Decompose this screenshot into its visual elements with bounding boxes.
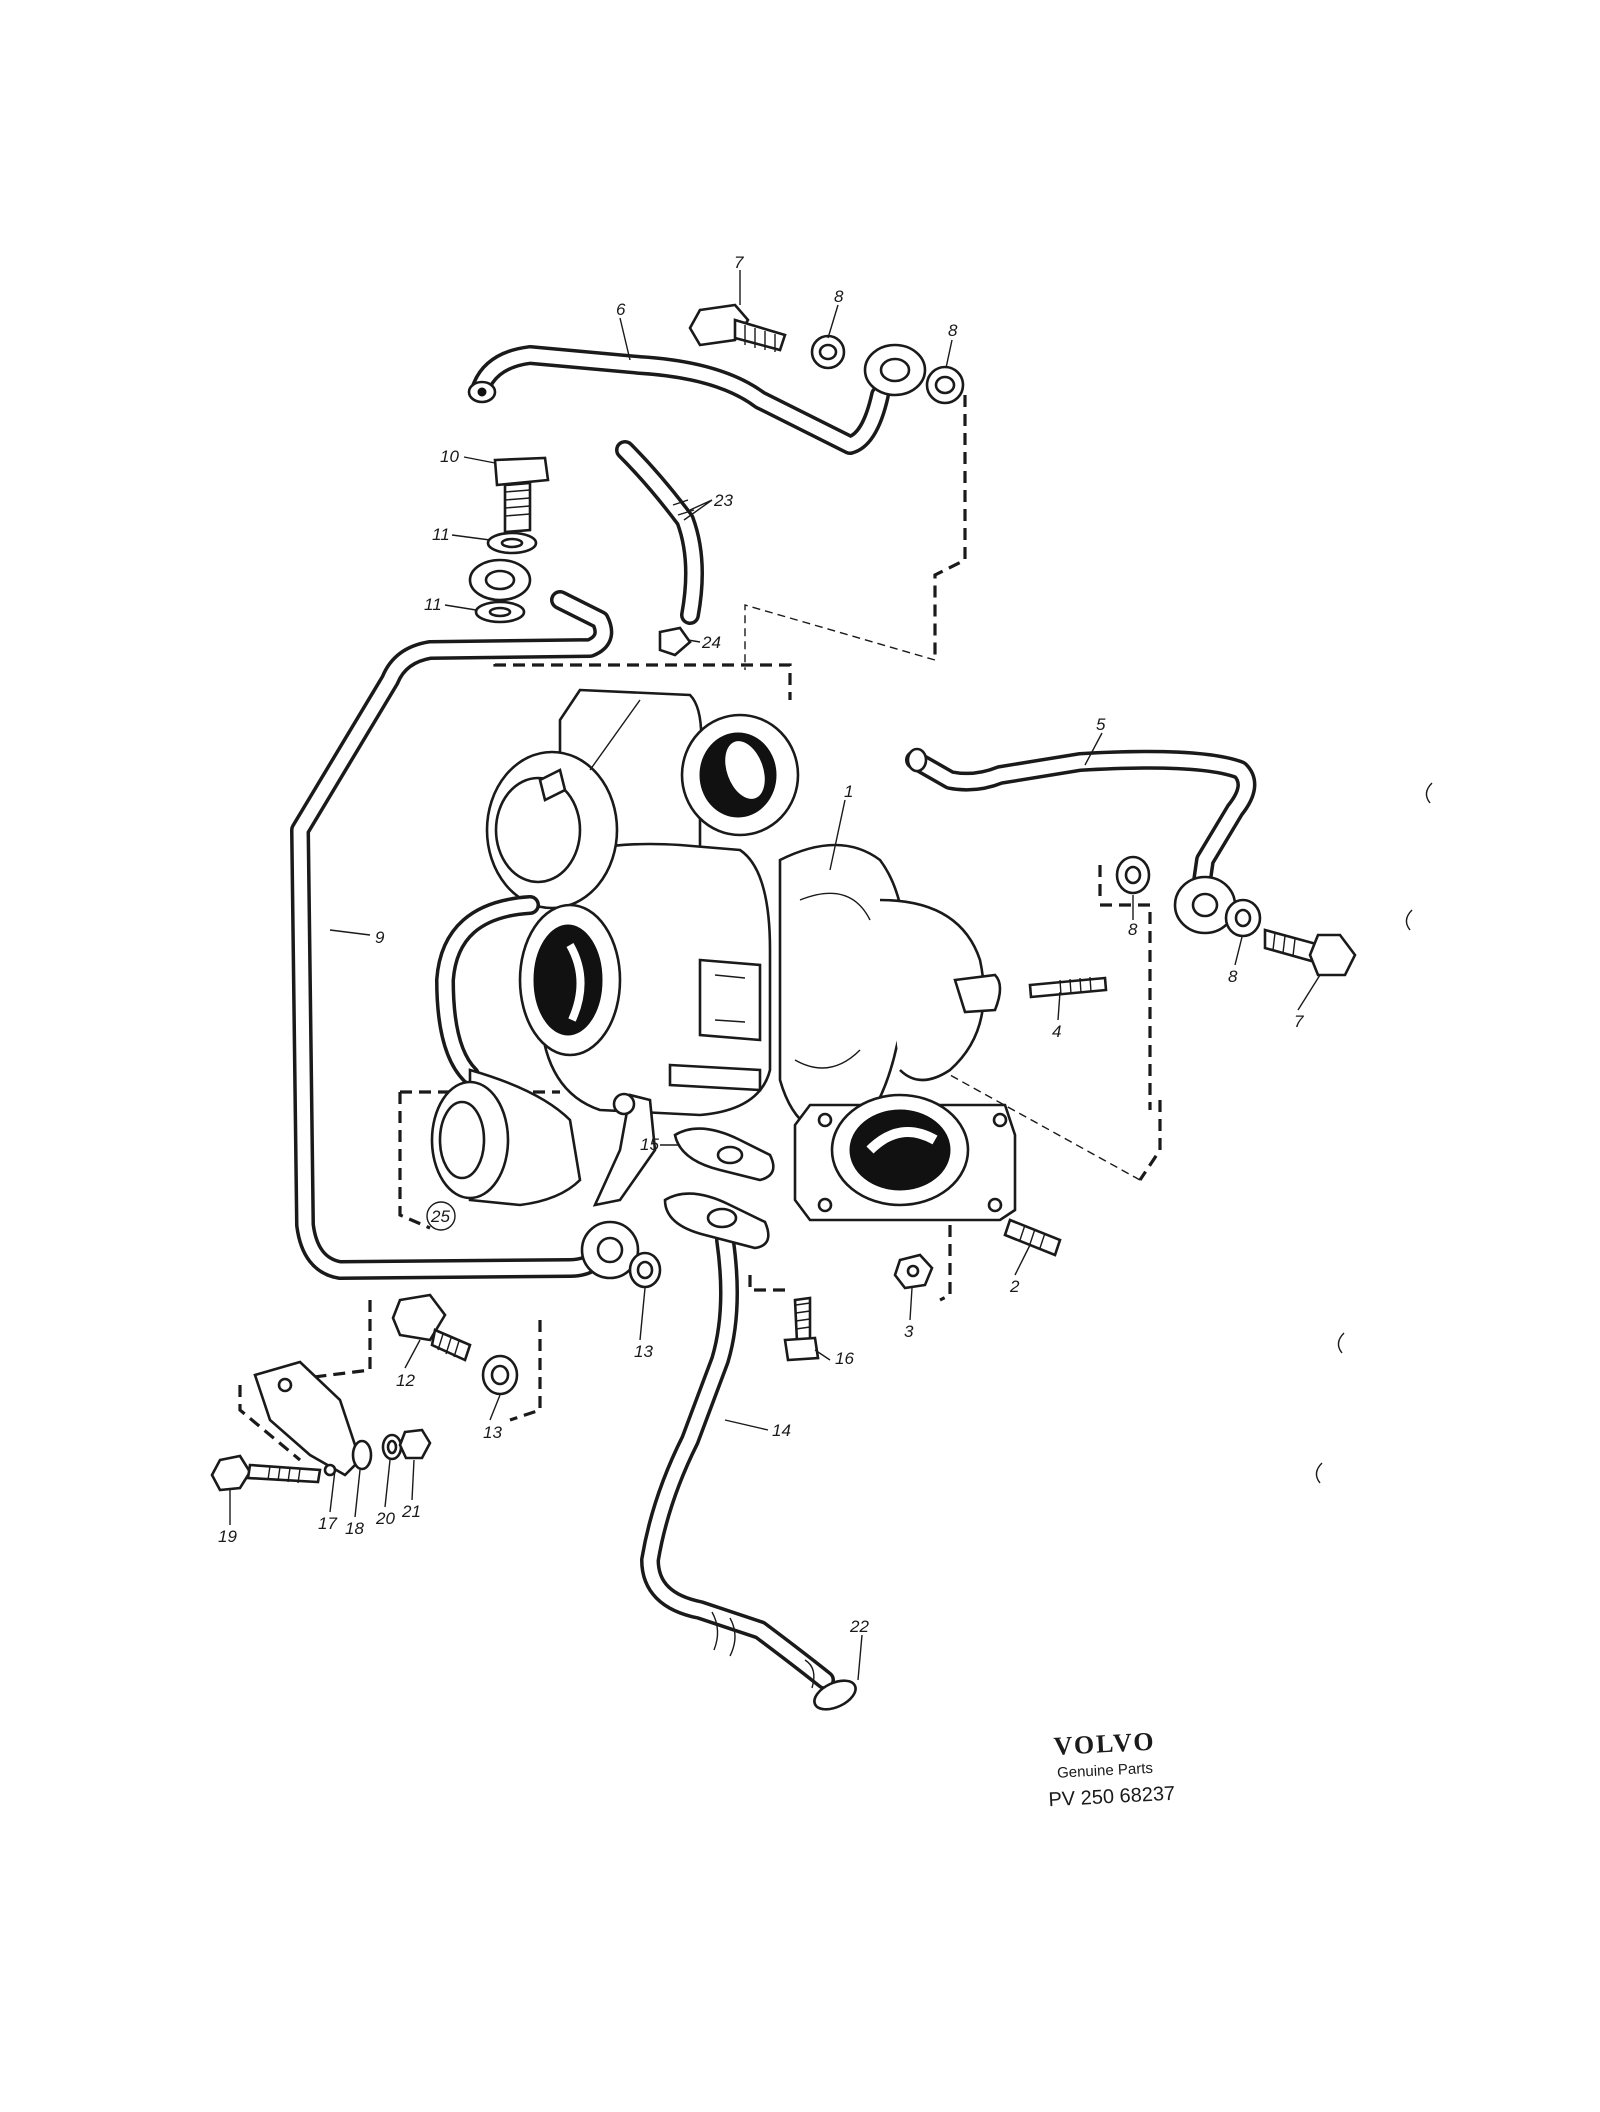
hose-23: [615, 440, 704, 625]
callout-7: 7: [1294, 1012, 1304, 1031]
callout-4: 4: [1052, 1022, 1061, 1041]
callout-17: 17: [318, 1514, 337, 1533]
pipe-14: [640, 1230, 835, 1690]
leader-lines: [229, 270, 1321, 1681]
volvo-genuine-parts-stamp: VOLVO Genuine Parts PV 250 68237: [1048, 1727, 1176, 1812]
hardware-parts: [210, 303, 1357, 1711]
margin-marks: [1315, 782, 1433, 1484]
callout-25-ring: [426, 1201, 456, 1231]
callout-18: 18: [345, 1519, 364, 1538]
callout-21: 21: [401, 1502, 421, 1521]
brand-tagline: Genuine Parts: [1057, 1760, 1154, 1782]
callout-22: 22: [849, 1617, 869, 1636]
callout-10: 10: [440, 447, 459, 466]
callout-25: 25: [430, 1207, 450, 1226]
callout-8: 8: [948, 321, 958, 340]
callout-11: 11: [432, 525, 450, 544]
callout-1: 1: [844, 782, 853, 801]
callout-11: 11: [424, 595, 442, 614]
callout-8: 8: [1228, 967, 1238, 986]
callout-13: 13: [634, 1342, 653, 1361]
callout-24: 24: [701, 633, 721, 652]
callout-14: 14: [772, 1421, 791, 1440]
callout-16: 16: [835, 1349, 854, 1368]
callout-23: 23: [713, 491, 733, 510]
callout-15: 15: [640, 1135, 659, 1154]
pipe-5: [905, 747, 1257, 905]
callout-19: 19: [218, 1527, 237, 1546]
pipe-6: [467, 345, 890, 455]
pipe-9: [290, 590, 614, 1280]
turbocharger-body: [430, 688, 1017, 1222]
callout-9: 9: [375, 928, 385, 947]
callout-8: 8: [834, 287, 844, 306]
callout-labels: 7 6 8 8 10 11 11 23 24 5 1 9 8 8 7 4 15 …: [218, 253, 1304, 1636]
part-number: PV 250 68237: [1048, 1783, 1176, 1812]
callout-3: 3: [904, 1322, 914, 1341]
callout-6: 6: [616, 300, 626, 319]
brand-logo: VOLVO: [1053, 1727, 1156, 1761]
callout-7: 7: [734, 253, 744, 272]
callout-13: 13: [483, 1423, 502, 1442]
callout-20: 20: [375, 1509, 395, 1528]
callout-12: 12: [396, 1371, 415, 1390]
callout-5: 5: [1096, 715, 1106, 734]
callout-8: 8: [1128, 920, 1138, 939]
callout-2: 2: [1009, 1277, 1020, 1296]
